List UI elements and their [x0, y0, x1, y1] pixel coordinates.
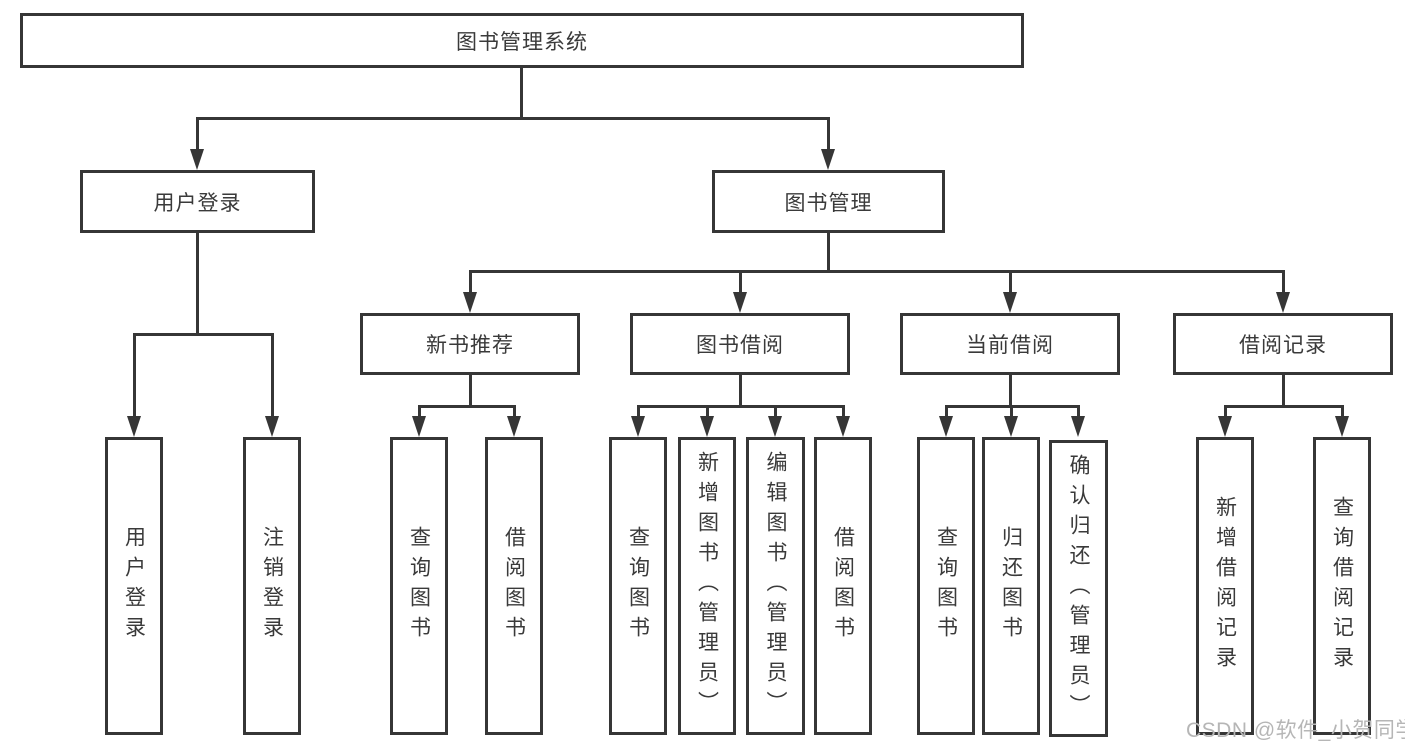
node-leaf-borrow-edit-book: 编辑图书（管理员）	[746, 437, 805, 735]
node-leaf-current-query-book: 查询图书	[917, 437, 975, 735]
node-leaf-borrow-borrow-book: 借阅图书	[814, 437, 872, 735]
connector-line	[520, 68, 523, 118]
arrow-down-icon	[1218, 416, 1232, 437]
node-borrow-record-label: 借阅记录	[1239, 334, 1327, 357]
node-leaf-logout-label: 注销登录	[260, 526, 284, 646]
connector-line	[1224, 405, 1344, 408]
node-leaf-current-confirm-return-label: 确认归还（管理员）	[1067, 453, 1090, 724]
connector-line	[1341, 405, 1344, 418]
node-book-borrow-label: 图书借阅	[696, 334, 784, 357]
connector-line	[842, 405, 845, 418]
node-new-book-recommend: 新书推荐	[360, 313, 580, 375]
connector-line	[418, 405, 516, 408]
node-borrow-record: 借阅记录	[1173, 313, 1393, 375]
arrow-down-icon	[768, 416, 782, 437]
node-leaf-current-return-book: 归还图书	[982, 437, 1040, 735]
connector-line	[196, 117, 830, 120]
connector-line	[1282, 375, 1285, 407]
connector-line	[1282, 270, 1285, 294]
node-leaf-record-add-record-label: 新增借阅记录	[1213, 496, 1237, 676]
arrow-down-icon	[1003, 292, 1017, 313]
connector-line	[739, 270, 742, 294]
node-leaf-current-query-book-label: 查询图书	[934, 526, 958, 646]
node-leaf-borrow-query-book: 查询图书	[609, 437, 667, 735]
connector-line	[1224, 405, 1227, 418]
connector-line	[637, 405, 845, 408]
arrow-down-icon	[631, 416, 645, 437]
node-leaf-current-confirm-return: 确认归还（管理员）	[1049, 440, 1108, 737]
node-leaf-user-login-label: 用户登录	[122, 526, 146, 646]
arrow-down-icon	[700, 416, 714, 437]
node-user-login: 用户登录	[80, 170, 315, 233]
arrow-down-icon	[463, 292, 477, 313]
connector-line	[706, 405, 709, 418]
node-current-borrow: 当前借阅	[900, 313, 1120, 375]
node-book-borrow: 图书借阅	[630, 313, 850, 375]
node-leaf-borrow-add-book-label: 新增图书（管理员）	[695, 451, 719, 721]
connector-line	[945, 405, 948, 418]
node-leaf-user-login: 用户登录	[105, 437, 163, 735]
connector-line	[469, 270, 472, 294]
connector-line	[827, 117, 830, 150]
connector-line	[469, 270, 1285, 273]
node-leaf-borrow-add-book: 新增图书（管理员）	[678, 437, 736, 735]
node-leaf-logout: 注销登录	[243, 437, 301, 735]
arrow-down-icon	[265, 416, 279, 437]
arrow-down-icon	[1335, 416, 1349, 437]
arrow-down-icon	[1276, 292, 1290, 313]
connector-line	[418, 405, 421, 418]
arrow-down-icon	[507, 416, 521, 437]
connector-line	[739, 375, 742, 407]
arrow-down-icon	[939, 416, 953, 437]
connector-line	[1077, 405, 1080, 418]
connector-line	[1009, 270, 1012, 294]
connector-line	[271, 333, 274, 417]
connector-line	[1010, 405, 1013, 418]
node-leaf-recommend-query-book-label: 查询图书	[407, 526, 431, 646]
node-root-system-label: 图书管理系统	[456, 30, 588, 54]
node-leaf-borrow-query-book-label: 查询图书	[626, 526, 650, 646]
connector-line	[196, 117, 199, 150]
node-leaf-record-query-record: 查询借阅记录	[1313, 437, 1371, 735]
connector-line	[1009, 375, 1012, 407]
node-leaf-record-add-record: 新增借阅记录	[1196, 437, 1254, 735]
node-root-system: 图书管理系统	[20, 13, 1024, 68]
node-leaf-recommend-borrow-book-label: 借阅图书	[502, 526, 526, 646]
node-leaf-record-query-record-label: 查询借阅记录	[1330, 496, 1354, 676]
arrow-down-icon	[190, 149, 204, 170]
node-leaf-recommend-query-book: 查询图书	[390, 437, 448, 735]
arrow-down-icon	[733, 292, 747, 313]
node-book-management-label: 图书管理	[784, 191, 873, 215]
connector-line	[196, 233, 199, 335]
csdn-watermark: CSDN @软件_小贺同学	[1186, 719, 1405, 742]
arrow-down-icon	[1004, 416, 1018, 437]
node-book-management: 图书管理	[712, 170, 945, 233]
node-user-login-label: 用户登录	[153, 191, 242, 215]
arrow-down-icon	[821, 149, 835, 170]
connector-line	[827, 233, 830, 272]
node-leaf-borrow-borrow-book-label: 借阅图书	[831, 526, 855, 646]
connector-line	[637, 405, 640, 418]
arrow-down-icon	[412, 416, 426, 437]
node-new-book-recommend-label: 新书推荐	[426, 334, 514, 357]
node-leaf-borrow-edit-book-label: 编辑图书（管理员）	[764, 451, 787, 721]
connector-line	[133, 333, 274, 336]
arrow-down-icon	[127, 416, 141, 437]
connector-line	[513, 405, 516, 418]
node-leaf-recommend-borrow-book: 借阅图书	[485, 437, 543, 735]
node-current-borrow-label: 当前借阅	[966, 334, 1054, 357]
connector-line	[774, 405, 777, 418]
connector-line	[469, 375, 472, 407]
node-leaf-current-return-book-label: 归还图书	[999, 526, 1023, 646]
connector-line	[133, 333, 136, 417]
arrow-down-icon	[836, 416, 850, 437]
arrow-down-icon	[1071, 416, 1085, 437]
